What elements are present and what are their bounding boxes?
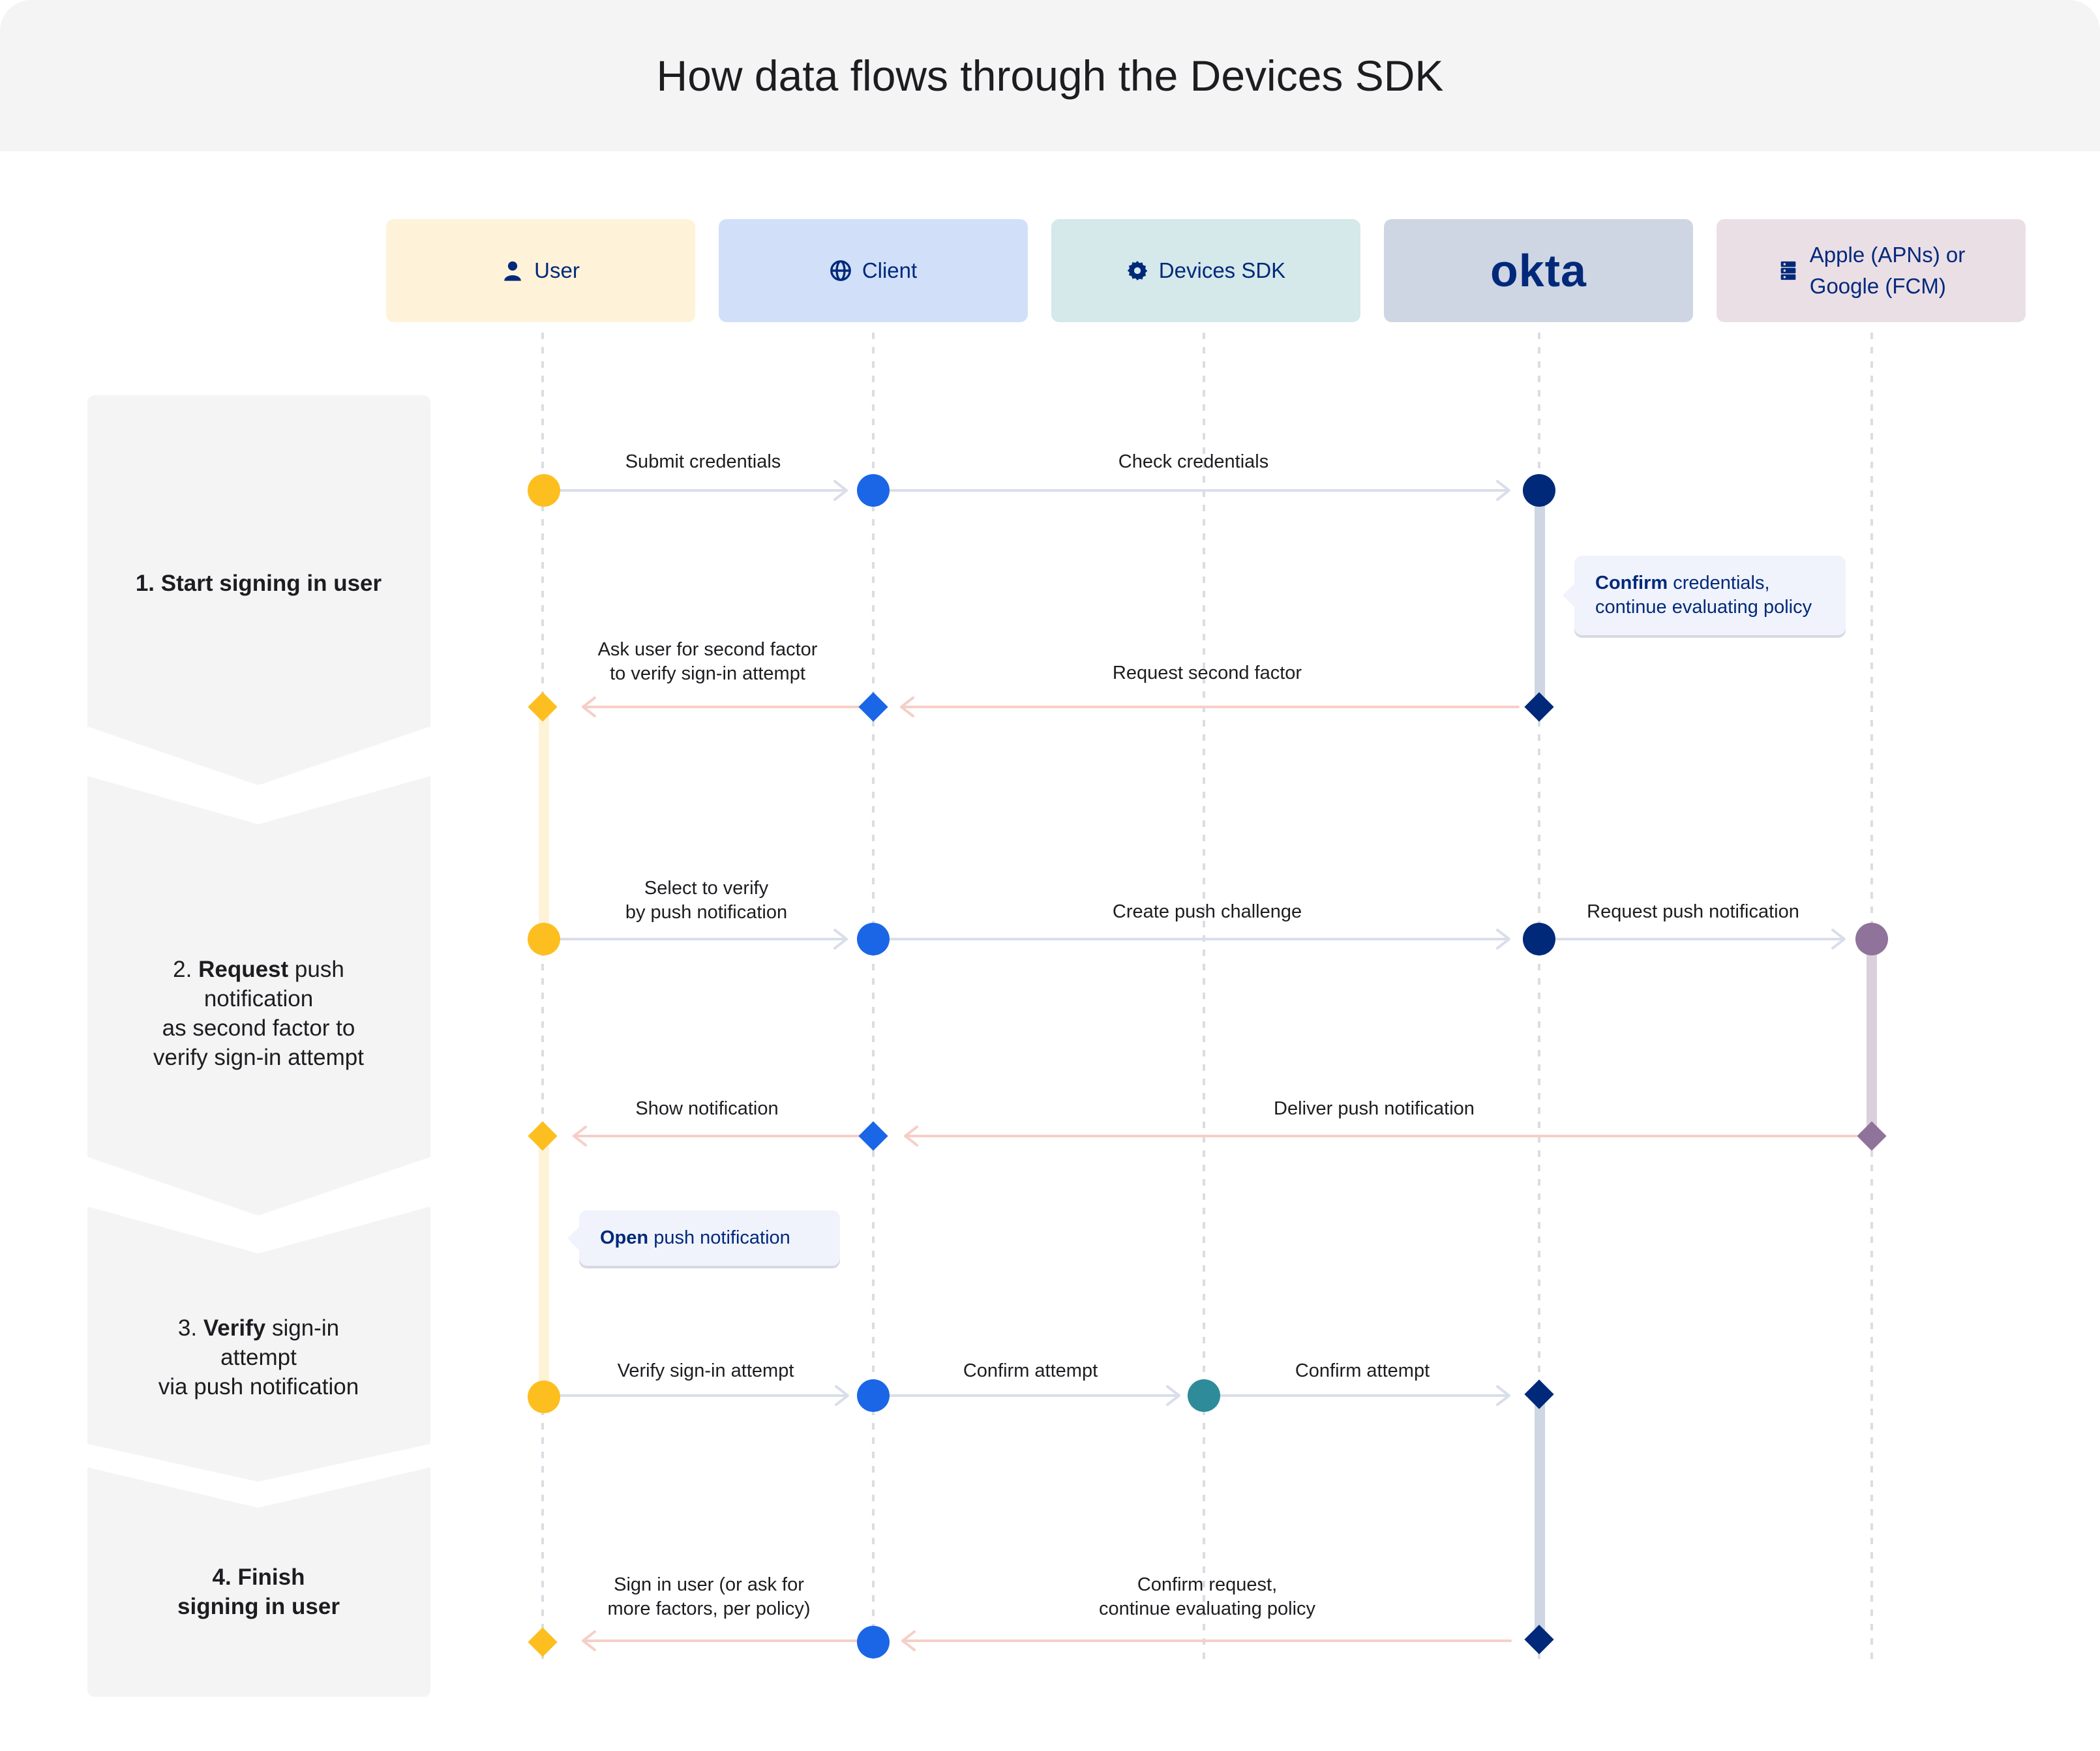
okta-activation-2 — [1535, 1394, 1545, 1639]
msg-show-notification: Show notification — [635, 1098, 779, 1119]
actor-client: Client — [719, 219, 1028, 322]
server-icon — [1780, 261, 1796, 280]
msg-confirm-attempt-2: Confirm attempt — [1295, 1360, 1430, 1381]
msg-request-second-factor: Request second factor — [1112, 663, 1302, 683]
step-3-label: 3. Verify sign-in attempt via push notif… — [158, 1315, 359, 1399]
user-activation-1 — [539, 707, 549, 939]
msg-submit-credentials: Submit credentials — [625, 451, 781, 472]
user-activation-2 — [539, 1136, 549, 1397]
step-1-chevron — [87, 395, 430, 785]
step-2-label: 2. Request push notification as second f… — [153, 957, 364, 1070]
apns-activation — [1867, 939, 1877, 1136]
diagram-title: How data flows through the Devices SDK — [656, 52, 1444, 100]
node-user-1 — [528, 474, 560, 507]
person-icon — [504, 261, 521, 281]
actor-user: User — [386, 219, 695, 322]
node-okta-diamond-3 — [1524, 1624, 1554, 1654]
msg-confirm-request: Confirm request,continue evaluating poli… — [1098, 1574, 1316, 1619]
step-2-chevron — [87, 776, 430, 1216]
node-client-2 — [857, 923, 890, 955]
header-bar — [0, 0, 2100, 151]
note-open-push-notification: Open push notification — [567, 1210, 840, 1266]
node-okta-1 — [1523, 474, 1555, 507]
node-client-1 — [857, 474, 890, 507]
node-client-diamond-1 — [858, 692, 888, 722]
msg-check-credentials: Check credentials — [1118, 451, 1269, 472]
okta-logo: okta — [1490, 245, 1587, 296]
step-1-label: 1. Start signing in user — [135, 571, 382, 596]
actor-client-label: Client — [862, 258, 918, 282]
node-client-3 — [857, 1379, 890, 1412]
step-4-label: 4. Finish signing in user — [177, 1564, 340, 1619]
step-3-chevron — [87, 1206, 430, 1482]
note-confirm-credentials: Confirm credentials, continue evaluating… — [1563, 556, 1846, 635]
node-okta-2 — [1523, 923, 1555, 955]
okta-activation-1 — [1535, 490, 1545, 708]
node-client-diamond-2 — [858, 1121, 888, 1151]
node-user-3 — [528, 1381, 560, 1413]
step-4-chevron — [87, 1467, 430, 1697]
node-apns-diamond — [1857, 1121, 1887, 1151]
node-user-2 — [528, 923, 560, 955]
node-user-diamond-2 — [528, 1121, 558, 1151]
node-apns-1 — [1855, 923, 1888, 955]
msg-request-push-notification: Request push notification — [1587, 901, 1799, 922]
actor-devices-sdk: Devices SDK — [1051, 219, 1360, 322]
gear-icon — [1127, 261, 1148, 280]
msg-confirm-attempt-1: Confirm attempt — [963, 1360, 1098, 1381]
actor-okta: okta — [1384, 219, 1693, 322]
actor-devices-sdk-label: Devices SDK — [1158, 258, 1286, 282]
node-okta-diamond-1 — [1524, 692, 1554, 722]
globe-icon — [830, 260, 851, 281]
msg-verify-attempt: Verify sign-in attempt — [617, 1360, 794, 1381]
actor-user-label: User — [534, 258, 580, 282]
node-sdk-1 — [1188, 1379, 1220, 1412]
node-okta-diamond-2 — [1524, 1379, 1554, 1409]
node-client-4 — [857, 1626, 890, 1658]
node-user-diamond-1 — [528, 692, 558, 722]
node-user-diamond-3 — [528, 1627, 558, 1657]
msg-create-push-challenge: Create push challenge — [1112, 901, 1302, 922]
msg-deliver-push-notification: Deliver push notification — [1274, 1098, 1475, 1119]
